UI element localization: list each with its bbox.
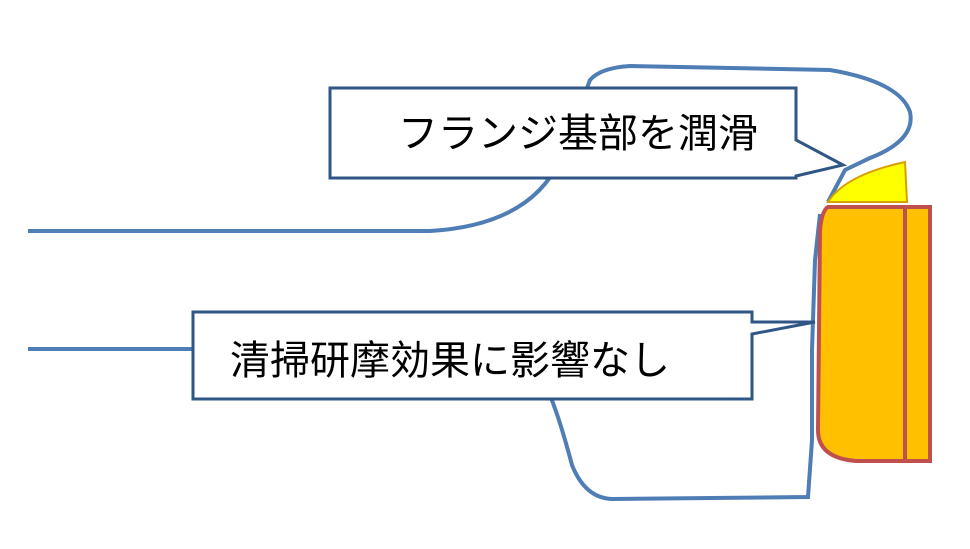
upper-flange-outline <box>28 63 913 233</box>
top-callout-label: フランジ基部を潤滑 <box>398 111 758 157</box>
lower-outline <box>28 213 822 502</box>
top-callout-box <box>328 86 848 180</box>
orange-block <box>815 205 932 463</box>
bottom-callout-box <box>191 310 816 401</box>
lubricant-patch <box>826 160 909 203</box>
bottom-callout-label: 清掃研摩効果に影響なし <box>230 338 670 384</box>
